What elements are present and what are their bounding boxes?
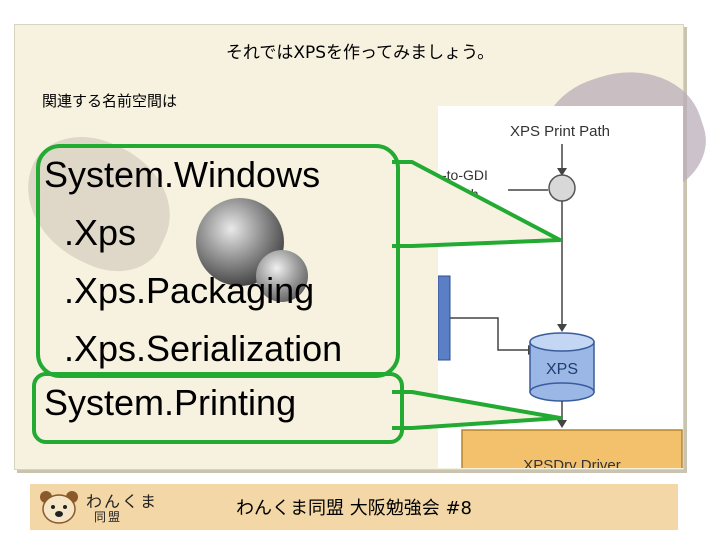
namespace-xps-serialization: .Xps.Serialization <box>44 328 343 369</box>
diagram-xps-label: XPS <box>546 361 578 378</box>
namespace-xps: .Xps <box>44 212 137 253</box>
namespace-xps-packaging: .Xps.Packaging <box>44 270 315 311</box>
diagram-header: XPS Print Path <box>510 123 610 140</box>
decorative-sphere <box>256 250 308 302</box>
footer-bar: わんくま同盟 大阪勉強会 #8 <box>30 484 678 530</box>
slide-title: それではXPSを作ってみましょう。 <box>225 43 495 63</box>
namespace-callout-box-printing <box>32 372 404 444</box>
footer-text: わんくま同盟 大阪勉強会 #8 <box>236 498 472 519</box>
bear-logo-icon <box>40 491 78 524</box>
driver-box <box>461 429 683 468</box>
logo-text-line2: 同盟 <box>94 510 123 524</box>
namespace-callout-box <box>36 144 400 378</box>
logo-text-line1: わんくま <box>86 492 159 511</box>
namespace-system-printing: System.Printing <box>44 382 297 423</box>
diagram-bottom-label: XPSDrv Driver <box>523 457 621 468</box>
namespace-system-windows: System.Windows <box>44 154 321 195</box>
wankuma-logo: わんくま 同盟 <box>36 488 162 526</box>
slide-subtitle: 関連する名前空間は <box>42 92 178 110</box>
diagram-left-label-1: -to-GDI <box>442 167 488 183</box>
